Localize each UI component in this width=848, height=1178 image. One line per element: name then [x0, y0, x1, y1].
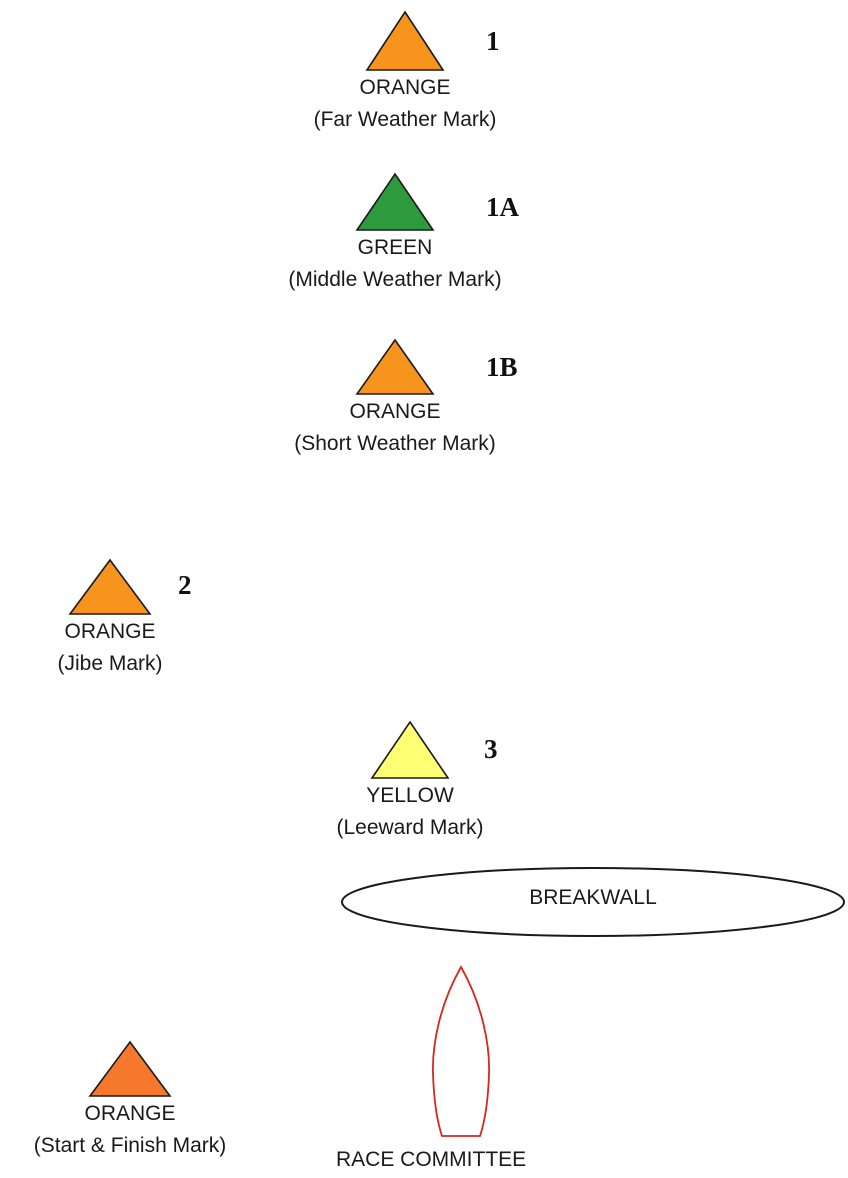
mark-number: 2 — [178, 570, 192, 600]
breakwall-ellipse-icon — [341, 867, 845, 937]
boat-icon — [432, 965, 490, 1137]
orange-triangle-icon — [365, 10, 445, 71]
mark-description: (Short Weather Mark) — [294, 432, 496, 455]
race-committee-label: RACE COMMITTEE — [336, 1148, 527, 1171]
mark-number: 1A — [486, 192, 519, 222]
mark-description: (Leeward Mark) — [336, 816, 484, 839]
mark-color-label: GREEN — [357, 236, 433, 259]
orange-triangle-icon — [88, 1040, 172, 1097]
mark-2: ORANGE (Jibe Mark) — [20, 558, 200, 680]
breakwall-label: BREAKWALL — [529, 886, 657, 909]
mark-number: 1 — [486, 26, 500, 56]
mark-description: (Jibe Mark) — [57, 652, 163, 675]
mark-description: (Middle Weather Mark) — [288, 268, 502, 291]
start-finish-mark: ORANGE (Start & Finish Mark) — [0, 1040, 260, 1162]
mark-3: YELLOW (Leeward Mark) — [305, 720, 515, 844]
mark-color-label: YELLOW — [366, 784, 454, 807]
mark-1b: ORANGE (Short Weather Mark) — [255, 338, 535, 460]
mark-number: 1B — [486, 352, 518, 382]
mark-color-label: ORANGE — [349, 400, 441, 423]
mark-color-label: ORANGE — [84, 1102, 176, 1125]
breakwall: BREAKWALL — [340, 866, 846, 938]
orange-triangle-icon — [355, 338, 435, 395]
mark-1: ORANGE (Far Weather Mark) — [295, 10, 515, 136]
mark-color-label: ORANGE — [359, 76, 451, 99]
mark-description: (Start & Finish Mark) — [33, 1134, 227, 1157]
yellow-triangle-icon — [370, 720, 450, 779]
green-triangle-icon — [355, 172, 435, 231]
mark-color-label: ORANGE — [64, 620, 156, 643]
mark-1a: GREEN (Middle Weather Mark) — [250, 172, 540, 296]
mark-number: 3 — [484, 734, 498, 764]
orange-triangle-icon — [68, 558, 152, 615]
race-committee-boat — [430, 964, 492, 1140]
mark-description: (Far Weather Mark) — [313, 108, 497, 131]
